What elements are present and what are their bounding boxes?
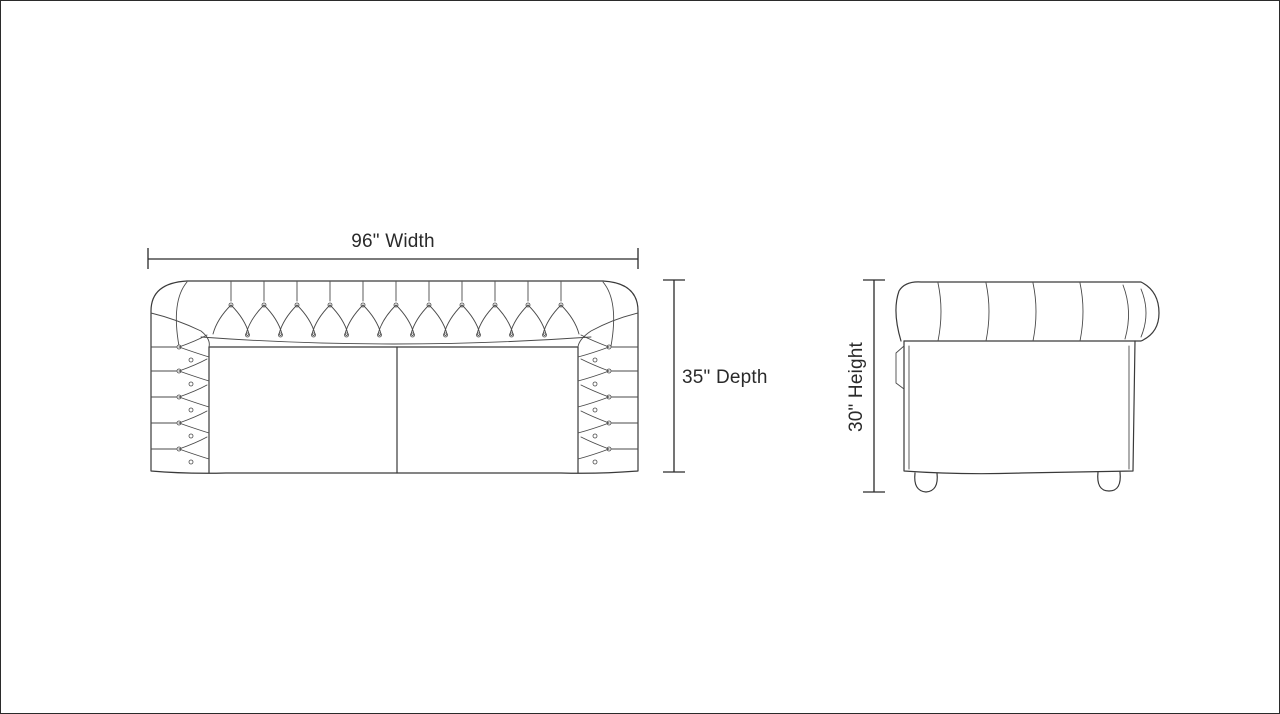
height-dimension: 30" Height <box>846 279 885 493</box>
width-label: 96" Width <box>351 231 435 252</box>
sofa-top-view <box>150 280 639 474</box>
depth-dimension: 35" Depth <box>663 279 768 473</box>
height-label: 30" Height <box>846 341 867 432</box>
sofa-side-view <box>895 281 1160 493</box>
depth-label: 35" Depth <box>682 367 768 388</box>
width-dimension: 96" Width <box>147 231 639 269</box>
